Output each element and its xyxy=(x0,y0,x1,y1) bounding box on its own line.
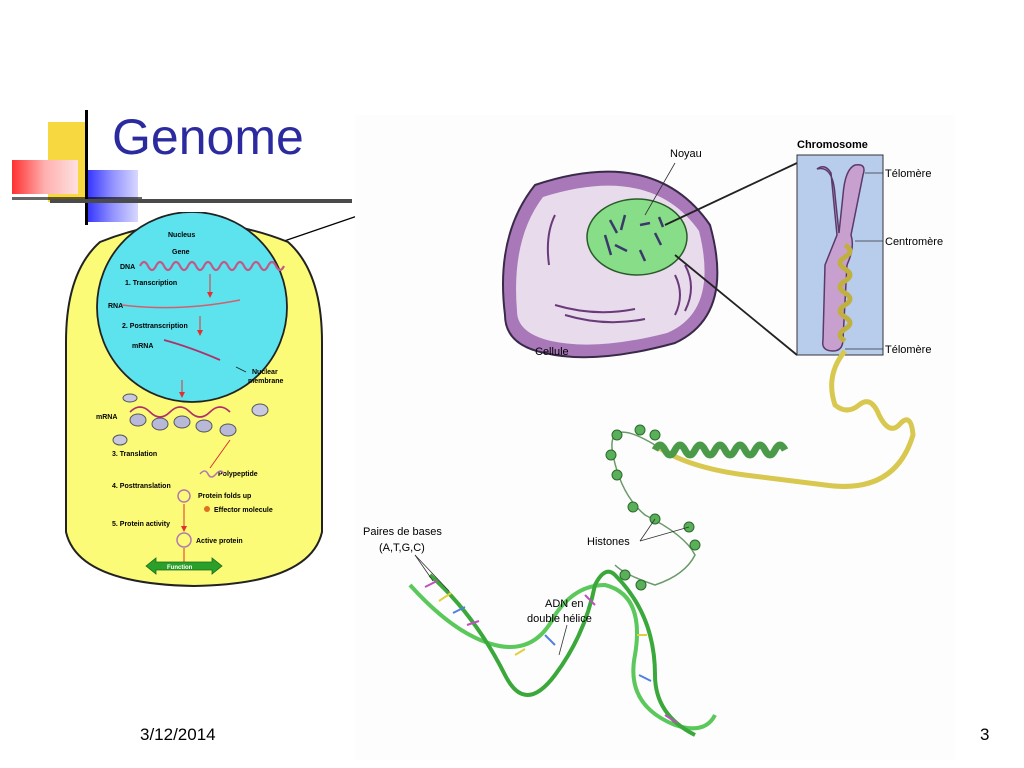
title-rule xyxy=(50,199,352,203)
label-active-protein: Active protein xyxy=(196,538,243,545)
label-effector: Effector molecule xyxy=(214,507,273,514)
label-protein-folds: Protein folds up xyxy=(198,493,251,500)
label-function: Function xyxy=(167,565,193,571)
dna-strand-1 xyxy=(408,582,717,731)
mrna-strand xyxy=(163,339,221,361)
decor-blue-square xyxy=(86,170,138,222)
dna-strand-2 xyxy=(428,569,696,737)
label-gene: Gene xyxy=(172,249,190,256)
decor-red-square xyxy=(12,160,78,194)
label-paires-2: (A,T,G,C) xyxy=(379,542,425,554)
label-histones: Histones xyxy=(587,536,630,548)
label-mrna-cyto: mRNA xyxy=(96,414,117,421)
label-paires-1: Paires de bases xyxy=(363,526,442,538)
effector-dot xyxy=(204,506,210,512)
decor-vertical-line xyxy=(85,110,88,225)
label-nuclear-1: Nuclear xyxy=(252,369,278,376)
label-dna: DNA xyxy=(120,264,135,271)
decor-horizontal-line xyxy=(12,197,142,200)
label-mrna: mRNA xyxy=(132,343,153,350)
chromatin-fiber xyxy=(653,349,916,489)
nucleosome-string xyxy=(611,431,696,586)
label-nucleus: Nucleus xyxy=(168,232,195,239)
label-noyau: Noyau xyxy=(670,148,702,160)
er-membranes xyxy=(546,214,692,324)
footer-page-number: 3 xyxy=(980,725,990,744)
folded-protein xyxy=(177,489,191,503)
footer-date: 3/12/2014 xyxy=(140,725,216,744)
label-chromosome-title: Chromosome xyxy=(797,139,868,151)
label-telomere-top: Télomère xyxy=(885,168,931,180)
slide-title: Genome xyxy=(112,109,304,165)
label-step3: 3. Translation xyxy=(112,451,157,458)
solenoid-coil xyxy=(651,441,789,459)
noyau-nucleus xyxy=(586,198,688,276)
function-arrow xyxy=(145,557,223,575)
chromosome-unwinding xyxy=(837,242,853,344)
active-protein-shape xyxy=(176,532,192,548)
label-step2: 2. Posttranscription xyxy=(122,323,188,330)
polypeptide-coil xyxy=(199,470,225,478)
label-telomere-bottom: Télomère xyxy=(885,344,931,356)
nucleus-chromosomes xyxy=(603,214,665,262)
label-polypeptide: Polypeptide xyxy=(218,471,258,478)
label-adn-1: ADN en xyxy=(545,598,584,610)
rna-strand xyxy=(121,299,241,309)
label-nuclear-2: membrane xyxy=(248,378,284,385)
base-pairs xyxy=(424,580,678,724)
label-centromere: Centromère xyxy=(885,236,943,248)
label-step4: 4. Posttranslation xyxy=(112,483,171,490)
dna-strand xyxy=(139,260,285,272)
gene-expression-diagram: Nucleus Gene DNA 1. Transcription RNA 2.… xyxy=(65,212,323,588)
chromosome-dna-diagram: Noyau Cellule Chromosome Télomère Centro… xyxy=(355,115,955,760)
ribosome-chain xyxy=(129,406,231,418)
label-adn-2: double hélice xyxy=(527,613,592,625)
label-step1: 1. Transcription xyxy=(125,280,177,287)
nucleosome-beads xyxy=(605,424,701,591)
label-cellule: Cellule xyxy=(535,346,569,358)
label-rna: RNA xyxy=(108,303,123,310)
label-step5: 5. Protein activity xyxy=(112,521,170,528)
